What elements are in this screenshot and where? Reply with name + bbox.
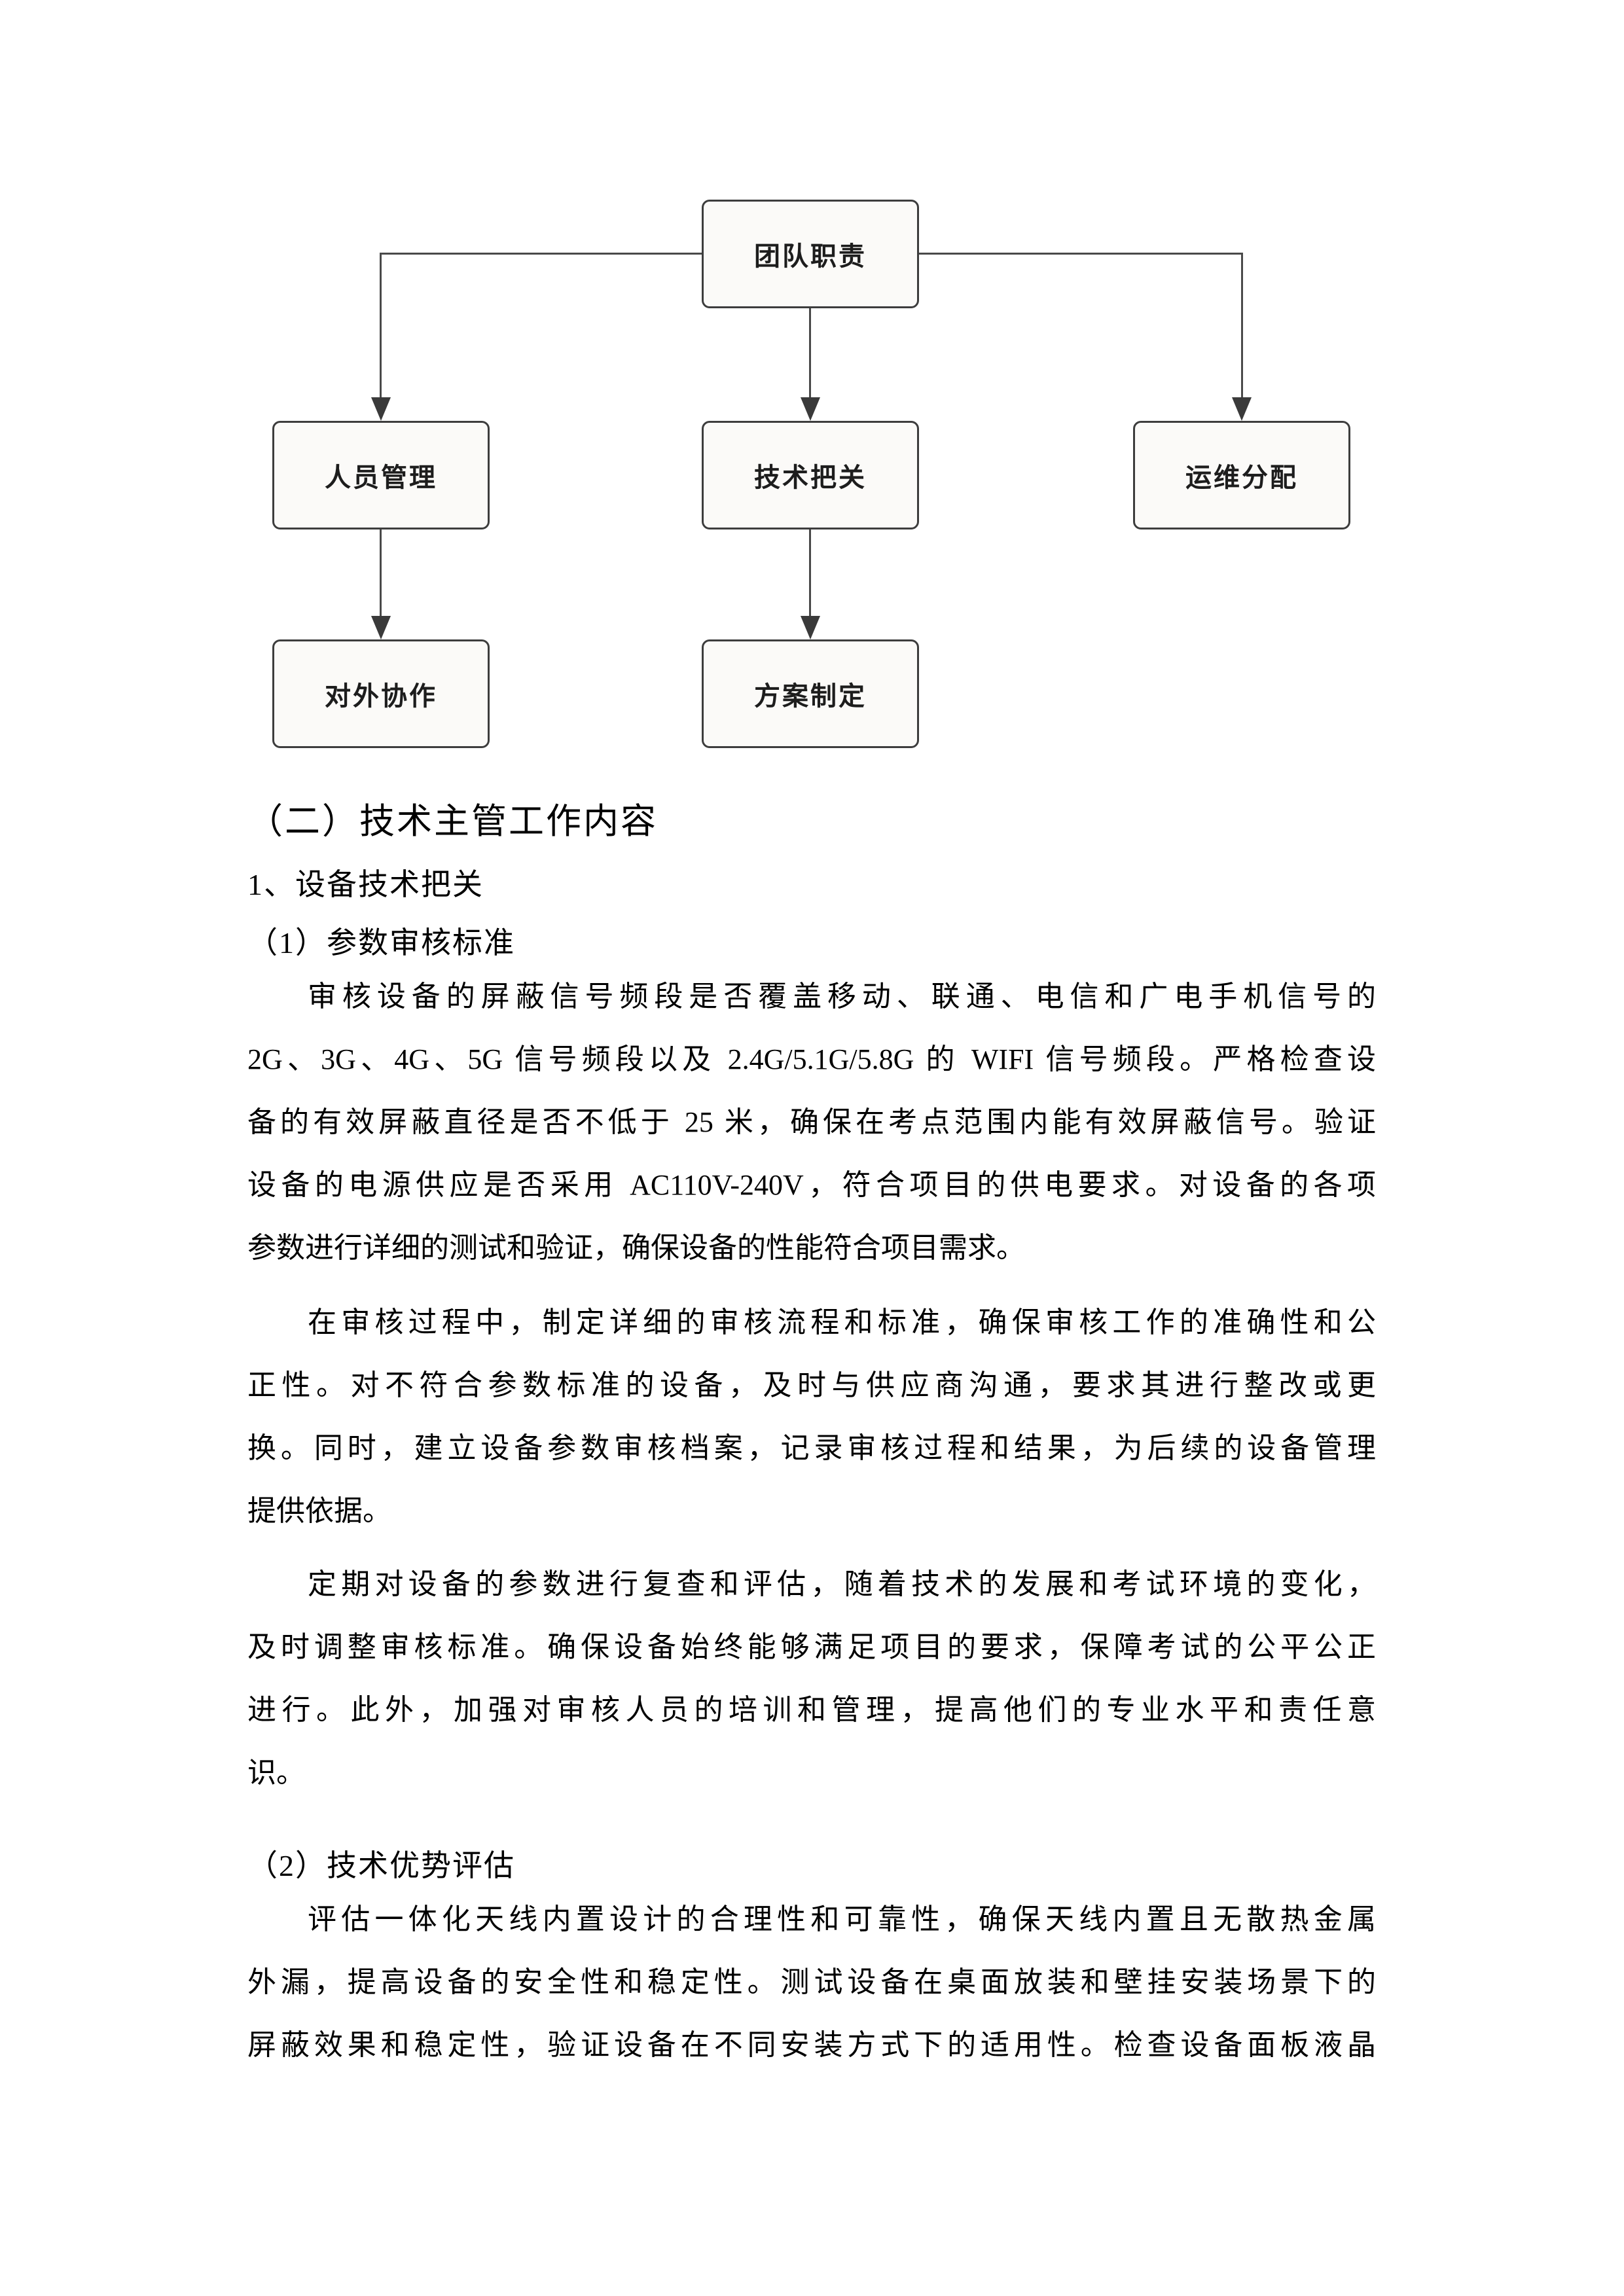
flowchart-node-label: 方案制定 (754, 681, 867, 711)
arrowhead-down-icon (1232, 397, 1252, 421)
paragraph-line: 换。同时，建立设备参数审核档案，记录审核过程和结果，为后续的设备管理 (247, 1432, 1376, 1464)
paragraph-line: 2G、3G、4G、5G 信号频段以及 2.4G/5.1G/5.8G 的 WIFI… (247, 1043, 1376, 1075)
paragraph-line: 正性。对不符合参数标准的设备，及时与供应商沟通，要求其进行整改或更 (247, 1369, 1376, 1401)
connector-root-to-right (919, 253, 1242, 255)
paragraph-line: 及时调整审核标准。确保设备始终能够满足项目的要求，保障考试的公平公正 (247, 1631, 1376, 1663)
flowchart-node-plan: 方案制定 (702, 639, 919, 748)
paragraph-line: 在审核过程中，制定详细的审核流程和标准，确保审核工作的准确性和公 (308, 1306, 1376, 1338)
flowchart-node-label: 团队职责 (754, 242, 867, 272)
connector-down-left (380, 253, 382, 399)
paragraph-line: 参数进行详细的测试和验证，确保设备的性能符合项目需求。 (247, 1232, 1025, 1264)
flowchart-node-label: 运维分配 (1185, 463, 1298, 493)
connector-down-center (809, 307, 811, 399)
paragraph-line: 设备的电源供应是否采用 AC110V-240V，符合项目的供电要求。对设备的各项 (247, 1169, 1376, 1201)
arrowhead-down-icon (371, 397, 391, 421)
paragraph-line: 定期对设备的参数进行复查和评估，随着技术的发展和考试环境的变化， (308, 1568, 1376, 1600)
arrowhead-down-icon (801, 616, 820, 639)
subsection-heading-1-2: （2）技术优势评估 (247, 1849, 515, 1882)
connector-down-right (1241, 253, 1243, 399)
team-responsibility-flowchart: 团队职责 人员管理 技术把关 运维分配 对外协作 方案制定 (0, 0, 1624, 785)
arrowhead-down-icon (801, 397, 820, 421)
subsection-heading-1: 1、设备技术把关 (247, 868, 484, 901)
flowchart-node-label: 技术把关 (754, 463, 867, 493)
flowchart-node-label: 对外协作 (325, 681, 437, 711)
flowchart-node-external: 对外协作 (272, 639, 490, 748)
paragraph-line: 屏蔽效果和稳定性，验证设备在不同安装方式下的适用性。检查设备面板液晶 (247, 2029, 1376, 2061)
flowchart-node-technical: 技术把关 (702, 421, 919, 529)
paragraph-line: 进行。此外，加强对审核人员的培训和管理，提高他们的专业水平和责任意 (247, 1694, 1376, 1726)
subsection-heading-1-1: （1）参数审核标准 (247, 926, 515, 960)
paragraph-line: 提供依据。 (247, 1495, 391, 1527)
flowchart-node-root: 团队职责 (702, 200, 919, 308)
paragraph-line: 评估一体化天线内置设计的合理性和可靠性，确保天线内置且无散热金属 (308, 1903, 1376, 1935)
connector-left-level3 (380, 528, 382, 617)
paragraph-line: 外漏，提高设备的安全性和稳定性。测试设备在桌面放装和壁挂安装场景下的 (247, 1966, 1376, 1998)
paragraph-line: 识。 (247, 1757, 305, 1789)
flowchart-node-operations: 运维分配 (1133, 421, 1350, 529)
section-heading: （二）技术主管工作内容 (247, 802, 658, 841)
flowchart-node-label: 人员管理 (325, 463, 437, 493)
paragraph-line: 审核设备的屏蔽信号频段是否覆盖移动、联通、电信和广电手机信号的 (308, 980, 1376, 1013)
paragraph-line: 备的有效屏蔽直径是否不低于 25 米，确保在考点范围内能有效屏蔽信号。验证 (247, 1106, 1376, 1138)
connector-root-to-left (381, 253, 702, 255)
arrowhead-down-icon (371, 616, 391, 639)
connector-center-level3 (809, 528, 811, 617)
flowchart-node-personnel: 人员管理 (272, 421, 490, 529)
